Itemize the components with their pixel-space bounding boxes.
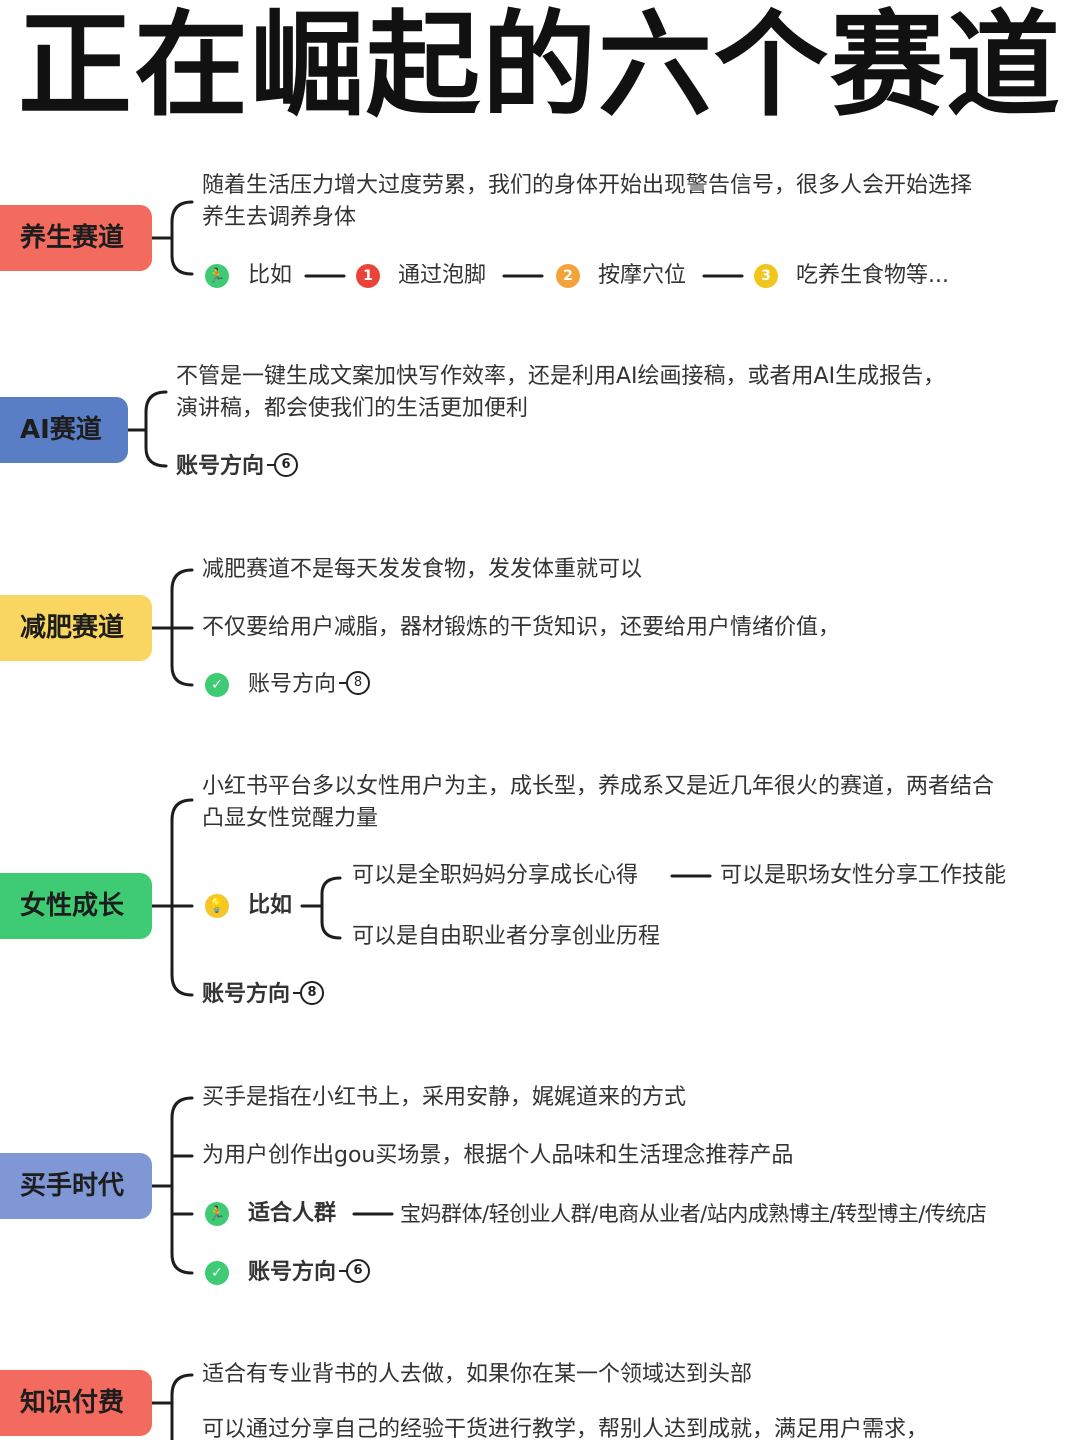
section-weightloss-account-label: 账号方向 xyxy=(248,672,337,697)
section-buyer-fit-label: 适合人群 xyxy=(248,1201,337,1226)
section-buyer-account-num: 6 xyxy=(339,1259,371,1283)
section-ai-desc-line1: 不管是一键生成文案加快写作效率，还是利用AI绘画接稿，或者用AI生成报告， xyxy=(176,364,946,389)
section-health-example-1: 通过泡脚 xyxy=(398,263,487,288)
section-buyer-account-label: 账号方向 xyxy=(248,1260,337,1285)
section-buyer-fit-value: 宝妈群体/轻创业人群/电商从业者/站内成熟博主/转型博主/传统店 xyxy=(400,1202,987,1226)
runner-icon: 🏃 xyxy=(205,264,229,288)
check-icon: ✓ xyxy=(205,673,229,697)
section-health-example-2: 按摩穴位 xyxy=(598,263,687,288)
section-ai-desc-line2: 演讲稿，都会使我们的生活更加便利 xyxy=(176,396,529,421)
number-3-icon: 3 xyxy=(754,264,778,288)
number-1-icon: 1 xyxy=(356,264,380,288)
section-women-example-label: 比如 xyxy=(248,893,293,918)
section-buyer-line1: 买手是指在小红书上，采用安静，娓娓道来的方式 xyxy=(202,1085,687,1110)
section-pill-health: 养生赛道 xyxy=(0,205,152,271)
section-pill-buyer: 买手时代 xyxy=(0,1153,152,1219)
section-pill-weightloss: 减肥赛道 xyxy=(0,595,152,661)
section-women-desc-line2: 凸显女性觉醒力量 xyxy=(202,806,379,831)
section-pill-ai: AI赛道 xyxy=(0,397,128,463)
page-title: 正在崛起的六个赛道 xyxy=(17,0,1062,132)
section-buyer-line2: 为用户创作出gou买场景，根据个人品味和生活理念推荐产品 xyxy=(202,1143,794,1168)
section-women-sub1b: 可以是职场女性分享工作技能 xyxy=(720,863,1007,888)
section-women-account-num: 8 xyxy=(293,981,325,1005)
section-knowledge-line1: 适合有专业背书的人去做，如果你在某一个领域达到头部 xyxy=(202,1362,753,1387)
lightbulb-icon: 💡 xyxy=(205,894,229,918)
section-health-example-label: 比如 xyxy=(248,263,293,288)
section-women-sub2: 可以是自由职业者分享创业历程 xyxy=(352,924,661,949)
section-women-sub1: 可以是全职妈妈分享成长心得 xyxy=(352,863,639,888)
section-pill-knowledge: 知识付费 xyxy=(0,1370,152,1436)
section-weightloss-line1: 减肥赛道不是每天发发食物，发发体重就可以 xyxy=(202,557,643,582)
section-pill-women: 女性成长 xyxy=(0,873,152,939)
section-ai-account-label: 账号方向 xyxy=(176,454,265,479)
section-weightloss-line2: 不仅要给用户减脂，器材锻炼的干货知识，还要给用户情绪价值， xyxy=(202,615,841,640)
check-icon: ✓ xyxy=(205,1261,229,1285)
section-ai-account-num: 6 xyxy=(267,453,299,477)
runner-icon: 🏃 xyxy=(205,1202,229,1226)
section-health-desc-line2: 养生去调养身体 xyxy=(202,205,357,230)
section-women-account-label: 账号方向 xyxy=(202,982,291,1007)
section-knowledge-line2: 可以通过分享自己的经验干货进行教学，帮别人达到成就，满足用户需求， xyxy=(202,1417,929,1442)
number-2-icon: 2 xyxy=(556,264,580,288)
section-women-desc-line1: 小红书平台多以女性用户为主，成长型，养成系又是近几年很火的赛道，两者结合 xyxy=(202,774,995,799)
section-weightloss-account-num: 8 xyxy=(339,671,371,695)
section-health-desc-line1: 随着生活压力增大过度劳累，我们的身体开始出现警告信号，很多人会开始选择 xyxy=(202,173,973,198)
section-health-example-3: 吃养生食物等... xyxy=(796,263,949,288)
